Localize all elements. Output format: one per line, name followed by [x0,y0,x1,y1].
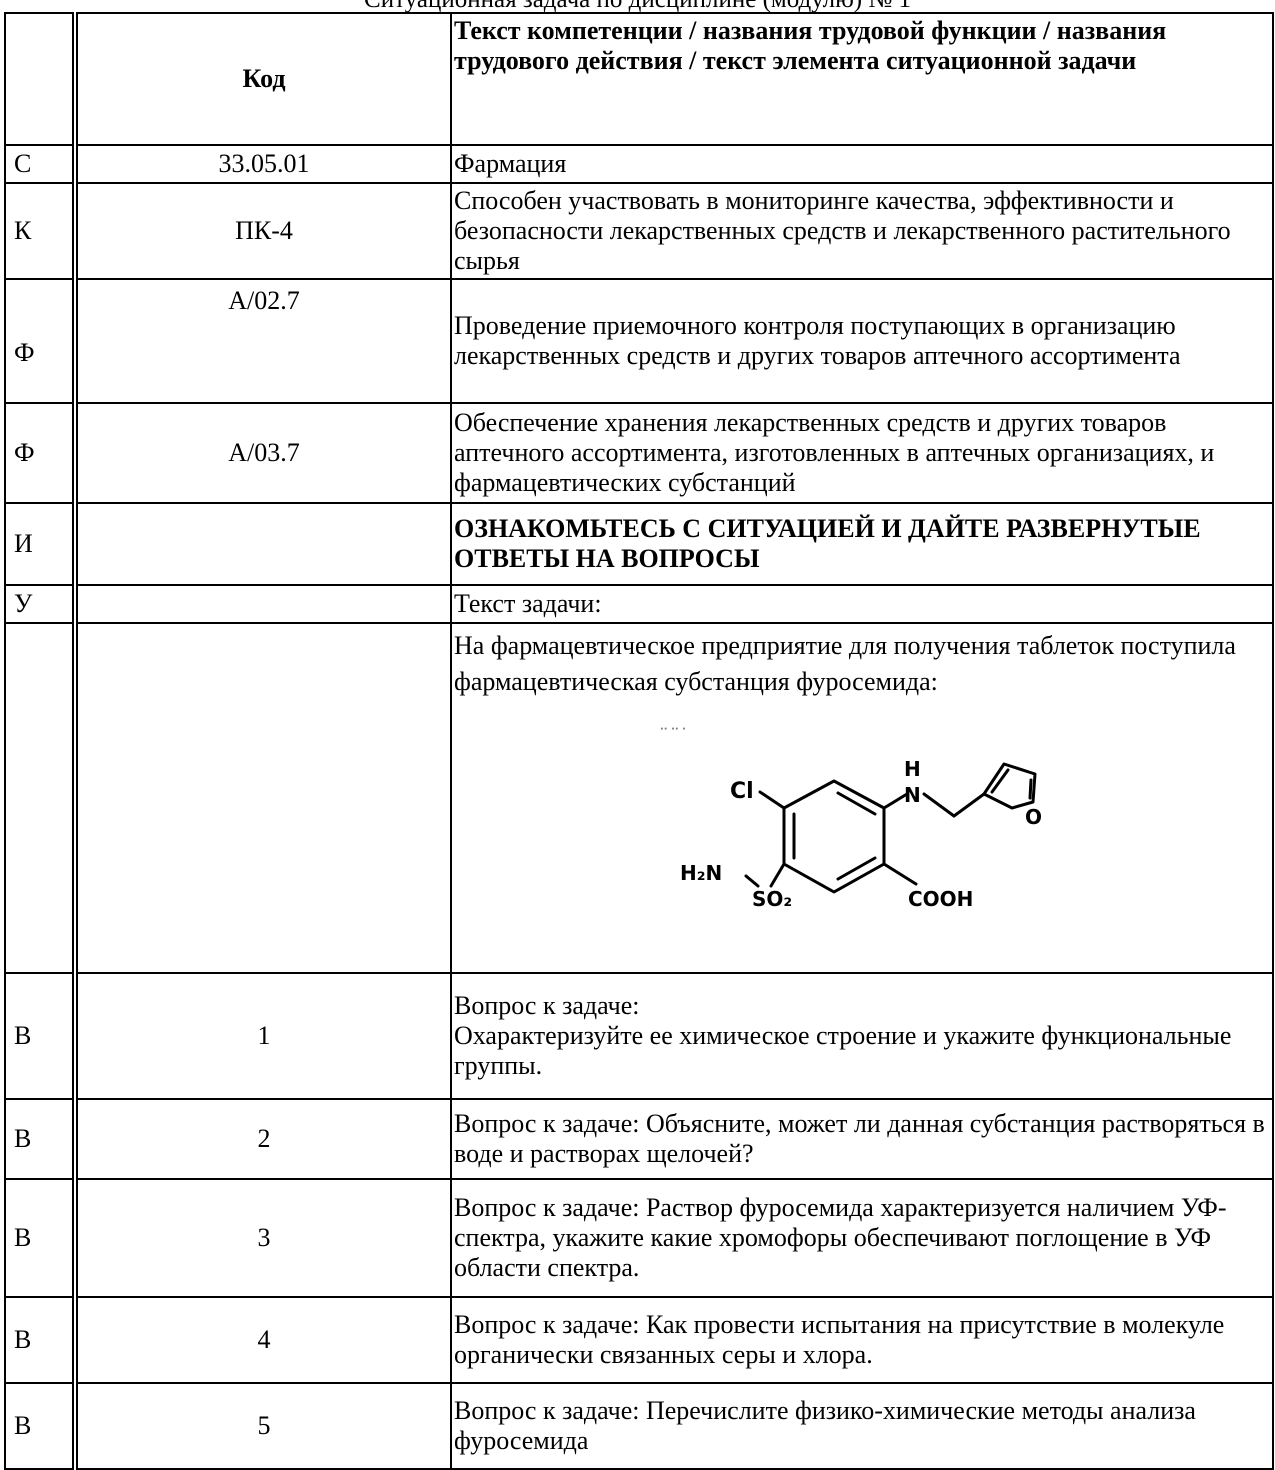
row-type-cell: У [4,584,78,624]
header-text-cell: Текст компетенции / названия трудовой фу… [450,12,1274,146]
question-text-cell: Вопрос к задаче: Раствор фуросемида хара… [450,1178,1274,1298]
task-type-cell [4,622,78,974]
row-text-cell: Текст задачи: [450,584,1274,624]
structural-formula: ·· ·· · Cl H N O H₂N SO₂ COOH [454,700,1270,932]
task-row: На фармацевтическое предприятие для полу… [4,622,1274,974]
question-text-cell: Вопрос к задаче: Охарактеризуйте ее хими… [450,972,1274,1100]
row-code-cell: ПК-4 [74,182,452,280]
formula-cooh-label: COOH [908,887,973,911]
formula-h-label: H [904,757,921,781]
question-row: В 2 Вопрос к задаче: Объясните, может ли… [4,1098,1274,1180]
formula-h2n-label: H₂N [680,861,722,885]
row-type-cell: И [4,502,78,586]
question-row: В 3 Вопрос к задаче: Раствор фуросемида … [4,1178,1274,1298]
furosemide-structure-image: ·· ·· · Cl H N O H₂N SO₂ COOH [660,724,1042,911]
question-type-cell: В [4,972,78,1100]
table-row: Ф А/03.7 Обеспечение хранения лекарствен… [4,402,1274,504]
question-type-cell: В [4,1382,78,1470]
task-text: На фармацевтическое предприятие для полу… [454,631,1236,696]
question-code-cell: 4 [74,1296,452,1384]
question-row: В 1 Вопрос к задаче: Охарактеризуйте ее … [4,972,1274,1100]
row-text-cell: ОЗНАКОМЬТЕСЬ С СИТУАЦИЕЙ И ДАЙТЕ РАЗВЕРН… [450,502,1274,586]
question-code-cell: 1 [74,972,452,1100]
row-code-cell [74,584,452,624]
question-type-cell: В [4,1098,78,1180]
table-row: У Текст задачи: [4,584,1274,624]
question-text: Охарактеризуйте ее химическое строение и… [454,1021,1232,1080]
row-code-cell [74,502,452,586]
row-code-cell: 33.05.01 [74,144,452,184]
row-text-cell: Проведение приемочного контроля поступаю… [450,278,1274,404]
table-row: К ПК-4 Способен участвовать в мониторинг… [4,182,1274,280]
row-text-cell: Обеспечение хранения лекарственных средс… [450,402,1274,504]
header-code-cell: Код [74,12,452,146]
task-code-cell [74,622,452,974]
question-label: Вопрос к задаче: [454,991,640,1020]
question-type-cell: В [4,1296,78,1384]
row-code-cell: А/03.7 [74,402,452,504]
table-row: С 33.05.01 Фармация [4,144,1274,184]
table-row: Ф А/02.7 Проведение приемочного контроля… [4,278,1274,404]
formula-n-label: N [904,783,921,807]
row-type-cell: К [4,182,78,280]
row-type-cell: Ф [4,278,78,404]
task-table: Код Текст компетенции / названия трудово… [4,12,1274,1470]
page-title: Ситуационная задача по дисциплине (модул… [0,0,1275,13]
question-code-cell: 2 [74,1098,452,1180]
question-code-cell: 3 [74,1178,452,1298]
row-type-cell: Ф [4,402,78,504]
row-code-cell: А/02.7 [74,278,452,404]
row-text-cell: Фармация [450,144,1274,184]
question-row: В 4 Вопрос к задаче: Как провести испыта… [4,1296,1274,1384]
question-text-cell: Вопрос к задаче: Перечислите физико-хими… [450,1382,1274,1470]
question-code-cell: 5 [74,1382,452,1470]
header-type-cell [4,12,78,146]
formula-so2-label: SO₂ [752,887,792,911]
task-text-cell: На фармацевтическое предприятие для полу… [450,622,1274,974]
table-row: И ОЗНАКОМЬТЕСЬ С СИТУАЦИЕЙ И ДАЙТЕ РАЗВЕ… [4,502,1274,586]
header-row: Код Текст компетенции / названия трудово… [4,12,1274,146]
formula-cl-label: Cl [730,779,754,804]
question-text-cell: Вопрос к задаче: Как провести испытания … [450,1296,1274,1384]
formula-artifact: ·· ·· · [660,724,686,735]
formula-o-label: O [1025,805,1042,829]
row-type-cell: С [4,144,78,184]
question-text-cell: Вопрос к задаче: Объясните, может ли дан… [450,1098,1274,1180]
question-type-cell: В [4,1178,78,1298]
row-text-cell: Способен участвовать в мониторинге качес… [450,182,1274,280]
question-row: В 5 Вопрос к задаче: Перечислите физико-… [4,1382,1274,1470]
